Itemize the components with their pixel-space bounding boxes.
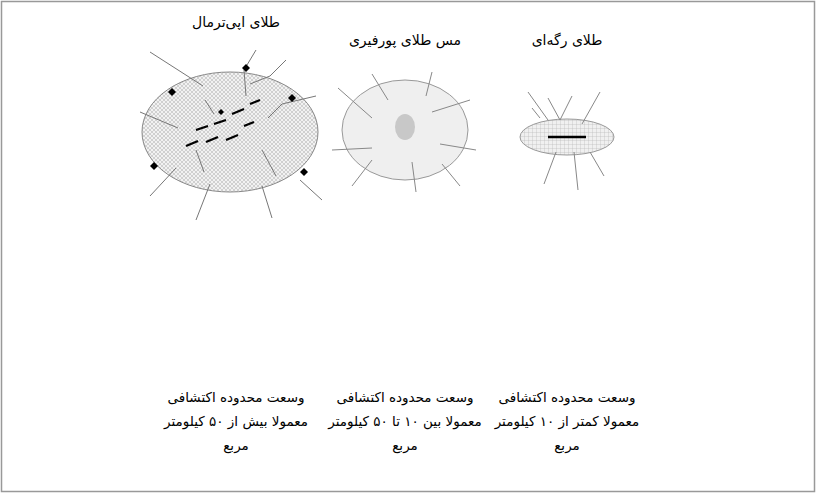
- area-caption: وسعت محدوده اکتشافی معمولا بین ۱۰ تا ۵۰ …: [328, 385, 483, 457]
- deposit-panel: مس طلای پورفیری وسعت محدوده اکتشافی معمول…: [328, 31, 483, 461]
- deposit-title: مس طلای پورفیری: [328, 31, 483, 49]
- area-caption: وسعت محدوده اکتشافی معمولا کمتر از ۱۰ کی…: [490, 385, 645, 457]
- area-caption: وسعت محدوده اکتشافی معمولا بیش از ۵۰ کیل…: [156, 385, 316, 457]
- deposit-panel: طلای رگه‌ای وسعت محدوده اکتشافی معمولا کم…: [490, 31, 645, 461]
- deposit-title: طلای رگه‌ای: [490, 31, 645, 49]
- deposit-panel: طلای اپی‌ترمال وسعت محدوده اکتشافی معمولا…: [156, 13, 316, 461]
- epithermal-figure: [140, 50, 322, 220]
- porphyry-figure: [332, 72, 476, 192]
- deposit-title: طلای اپی‌ترمال: [156, 13, 316, 31]
- vein-figure: [520, 92, 614, 190]
